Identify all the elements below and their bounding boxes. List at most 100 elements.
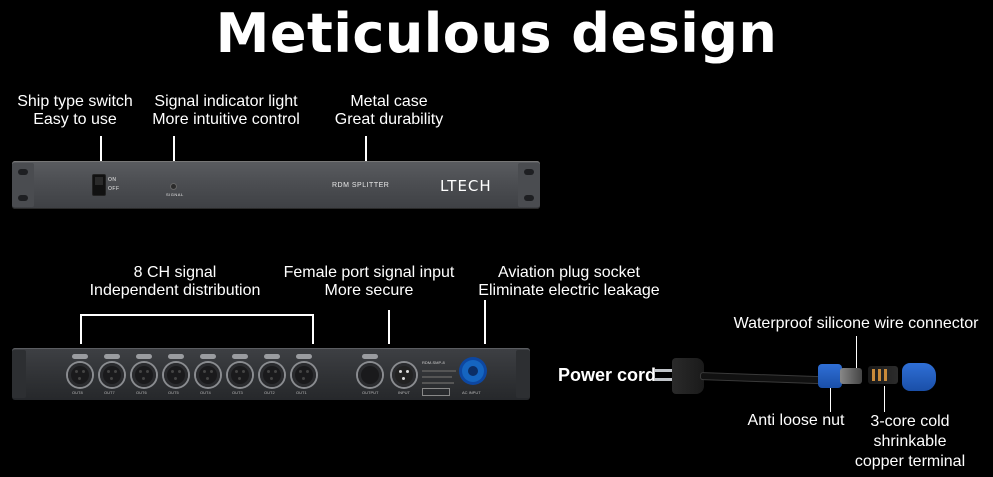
socket-hole xyxy=(274,370,277,373)
terminal-label-line3: copper terminal xyxy=(854,453,966,470)
socket-hole xyxy=(139,370,142,373)
output-channel-label: OUT4 xyxy=(200,390,211,395)
switch-label: Ship type switch Easy to use xyxy=(8,93,142,129)
mount-slot xyxy=(524,195,534,201)
output-channel-label: OUT5 xyxy=(168,390,179,395)
terminal-label: 3-core cold shrinkable copper terminal xyxy=(848,412,972,472)
rear-right-ear xyxy=(516,350,530,398)
output-channel-port[interactable] xyxy=(164,363,188,387)
output-channel-port[interactable] xyxy=(196,363,220,387)
output-latch xyxy=(136,354,152,359)
switch-on-text: ON xyxy=(108,177,117,183)
output-channel-label: OUT6 xyxy=(136,390,147,395)
power-cord-label: Power cord xyxy=(558,365,657,385)
switch-label-line2: Easy to use xyxy=(33,111,117,128)
output-latch xyxy=(104,354,120,359)
connector-body xyxy=(840,368,862,384)
front-panel: ON OFF SIGNAL RDM SPLITTER LTECH xyxy=(12,161,540,209)
channels-label-line2: Independent distribution xyxy=(89,282,261,299)
socket-hole xyxy=(267,370,270,373)
indicator-label: Signal indicator light More intuitive co… xyxy=(144,93,308,129)
output-port-label: OUTPUT xyxy=(362,390,379,395)
socket-hole xyxy=(235,370,238,373)
socket-hole xyxy=(75,370,78,373)
spec-label: RDM-SMP-8 xyxy=(422,360,462,396)
input-port-label: INPUT xyxy=(398,390,410,395)
socket-center xyxy=(468,366,478,376)
switch-label-line1: Ship type switch xyxy=(17,93,133,110)
socket-hole xyxy=(110,377,113,380)
socket-hole xyxy=(78,377,81,380)
case-label-line2: Great durability xyxy=(334,111,444,128)
output-channel-port[interactable] xyxy=(260,363,284,387)
output-channel-label: OUT1 xyxy=(296,390,307,395)
socket-hole xyxy=(238,377,241,380)
channels-bracket xyxy=(80,314,314,316)
spec-line xyxy=(422,376,452,378)
output-channel-port[interactable] xyxy=(68,363,92,387)
socket-hole xyxy=(178,370,181,373)
socket-hole xyxy=(306,370,309,373)
mount-slot xyxy=(18,195,28,201)
waterproof-leader xyxy=(856,336,857,368)
output-port[interactable] xyxy=(358,363,382,387)
output-channel-port[interactable] xyxy=(132,363,156,387)
case-label: Metal case Great durability xyxy=(322,93,456,129)
terminal-label-line1: 3-core cold xyxy=(870,413,950,430)
signal-indicator-light xyxy=(170,183,177,190)
switch-off-text: OFF xyxy=(108,186,120,192)
mount-slot xyxy=(524,169,534,175)
front-right-ear xyxy=(518,163,540,207)
female-port-label-line1: Female port signal input xyxy=(283,264,455,281)
anti-loose-nut xyxy=(818,364,842,388)
socket-hole xyxy=(299,370,302,373)
indicator-leader xyxy=(173,136,175,180)
output-latch xyxy=(264,354,280,359)
output-channel-label: OUT7 xyxy=(104,390,115,395)
socket-hole xyxy=(242,370,245,373)
cert-marks xyxy=(422,388,450,396)
socket-hole xyxy=(142,377,145,380)
socket-hole xyxy=(270,377,273,380)
copper-terminal xyxy=(868,366,898,384)
aviation-label: Aviation plug socket Eliminate electric … xyxy=(468,264,670,300)
female-port-label-line2: More secure xyxy=(324,282,414,299)
power-cable xyxy=(699,372,827,385)
terminal-leader xyxy=(884,386,885,412)
channels-bracket-left xyxy=(80,314,82,344)
model-text: RDM-SMP-8 xyxy=(422,360,445,365)
switch-leader xyxy=(100,136,102,174)
indicator-label-line1: Signal indicator light xyxy=(154,93,298,110)
socket-hole xyxy=(206,377,209,380)
female-port-label: Female port signal input More secure xyxy=(276,264,462,300)
aviation-leader xyxy=(484,300,486,344)
aviation-plug-socket[interactable] xyxy=(462,360,484,382)
output-channel-label: OUT3 xyxy=(232,390,243,395)
output-channel-port[interactable] xyxy=(100,363,124,387)
output-channel-port[interactable] xyxy=(228,363,252,387)
input-pin xyxy=(406,370,409,373)
input-port[interactable] xyxy=(392,363,416,387)
terminal-label-line2: shrinkable xyxy=(873,433,947,450)
output-channel-port[interactable] xyxy=(292,363,316,387)
socket-hole xyxy=(174,377,177,380)
spec-line xyxy=(422,370,456,372)
nut-label: Anti loose nut xyxy=(747,412,845,429)
output-latch xyxy=(200,354,216,359)
ship-type-switch[interactable] xyxy=(92,174,106,196)
indicator-label-line2: More intuitive control xyxy=(152,111,300,128)
waterproof-label: Waterproof silicone wire connector xyxy=(733,315,979,332)
copper-pin xyxy=(878,369,881,381)
output-latch xyxy=(296,354,312,359)
input-pin xyxy=(399,370,402,373)
rear-left-ear xyxy=(12,350,26,398)
copper-pin xyxy=(884,369,887,381)
spec-line xyxy=(422,382,454,384)
plug-prong-top xyxy=(655,369,673,372)
power-plug xyxy=(672,358,704,394)
brand-logo: LTECH xyxy=(440,177,492,195)
case-label-line1: Metal case xyxy=(350,93,428,110)
output-latch xyxy=(168,354,184,359)
input-pin xyxy=(402,377,405,380)
